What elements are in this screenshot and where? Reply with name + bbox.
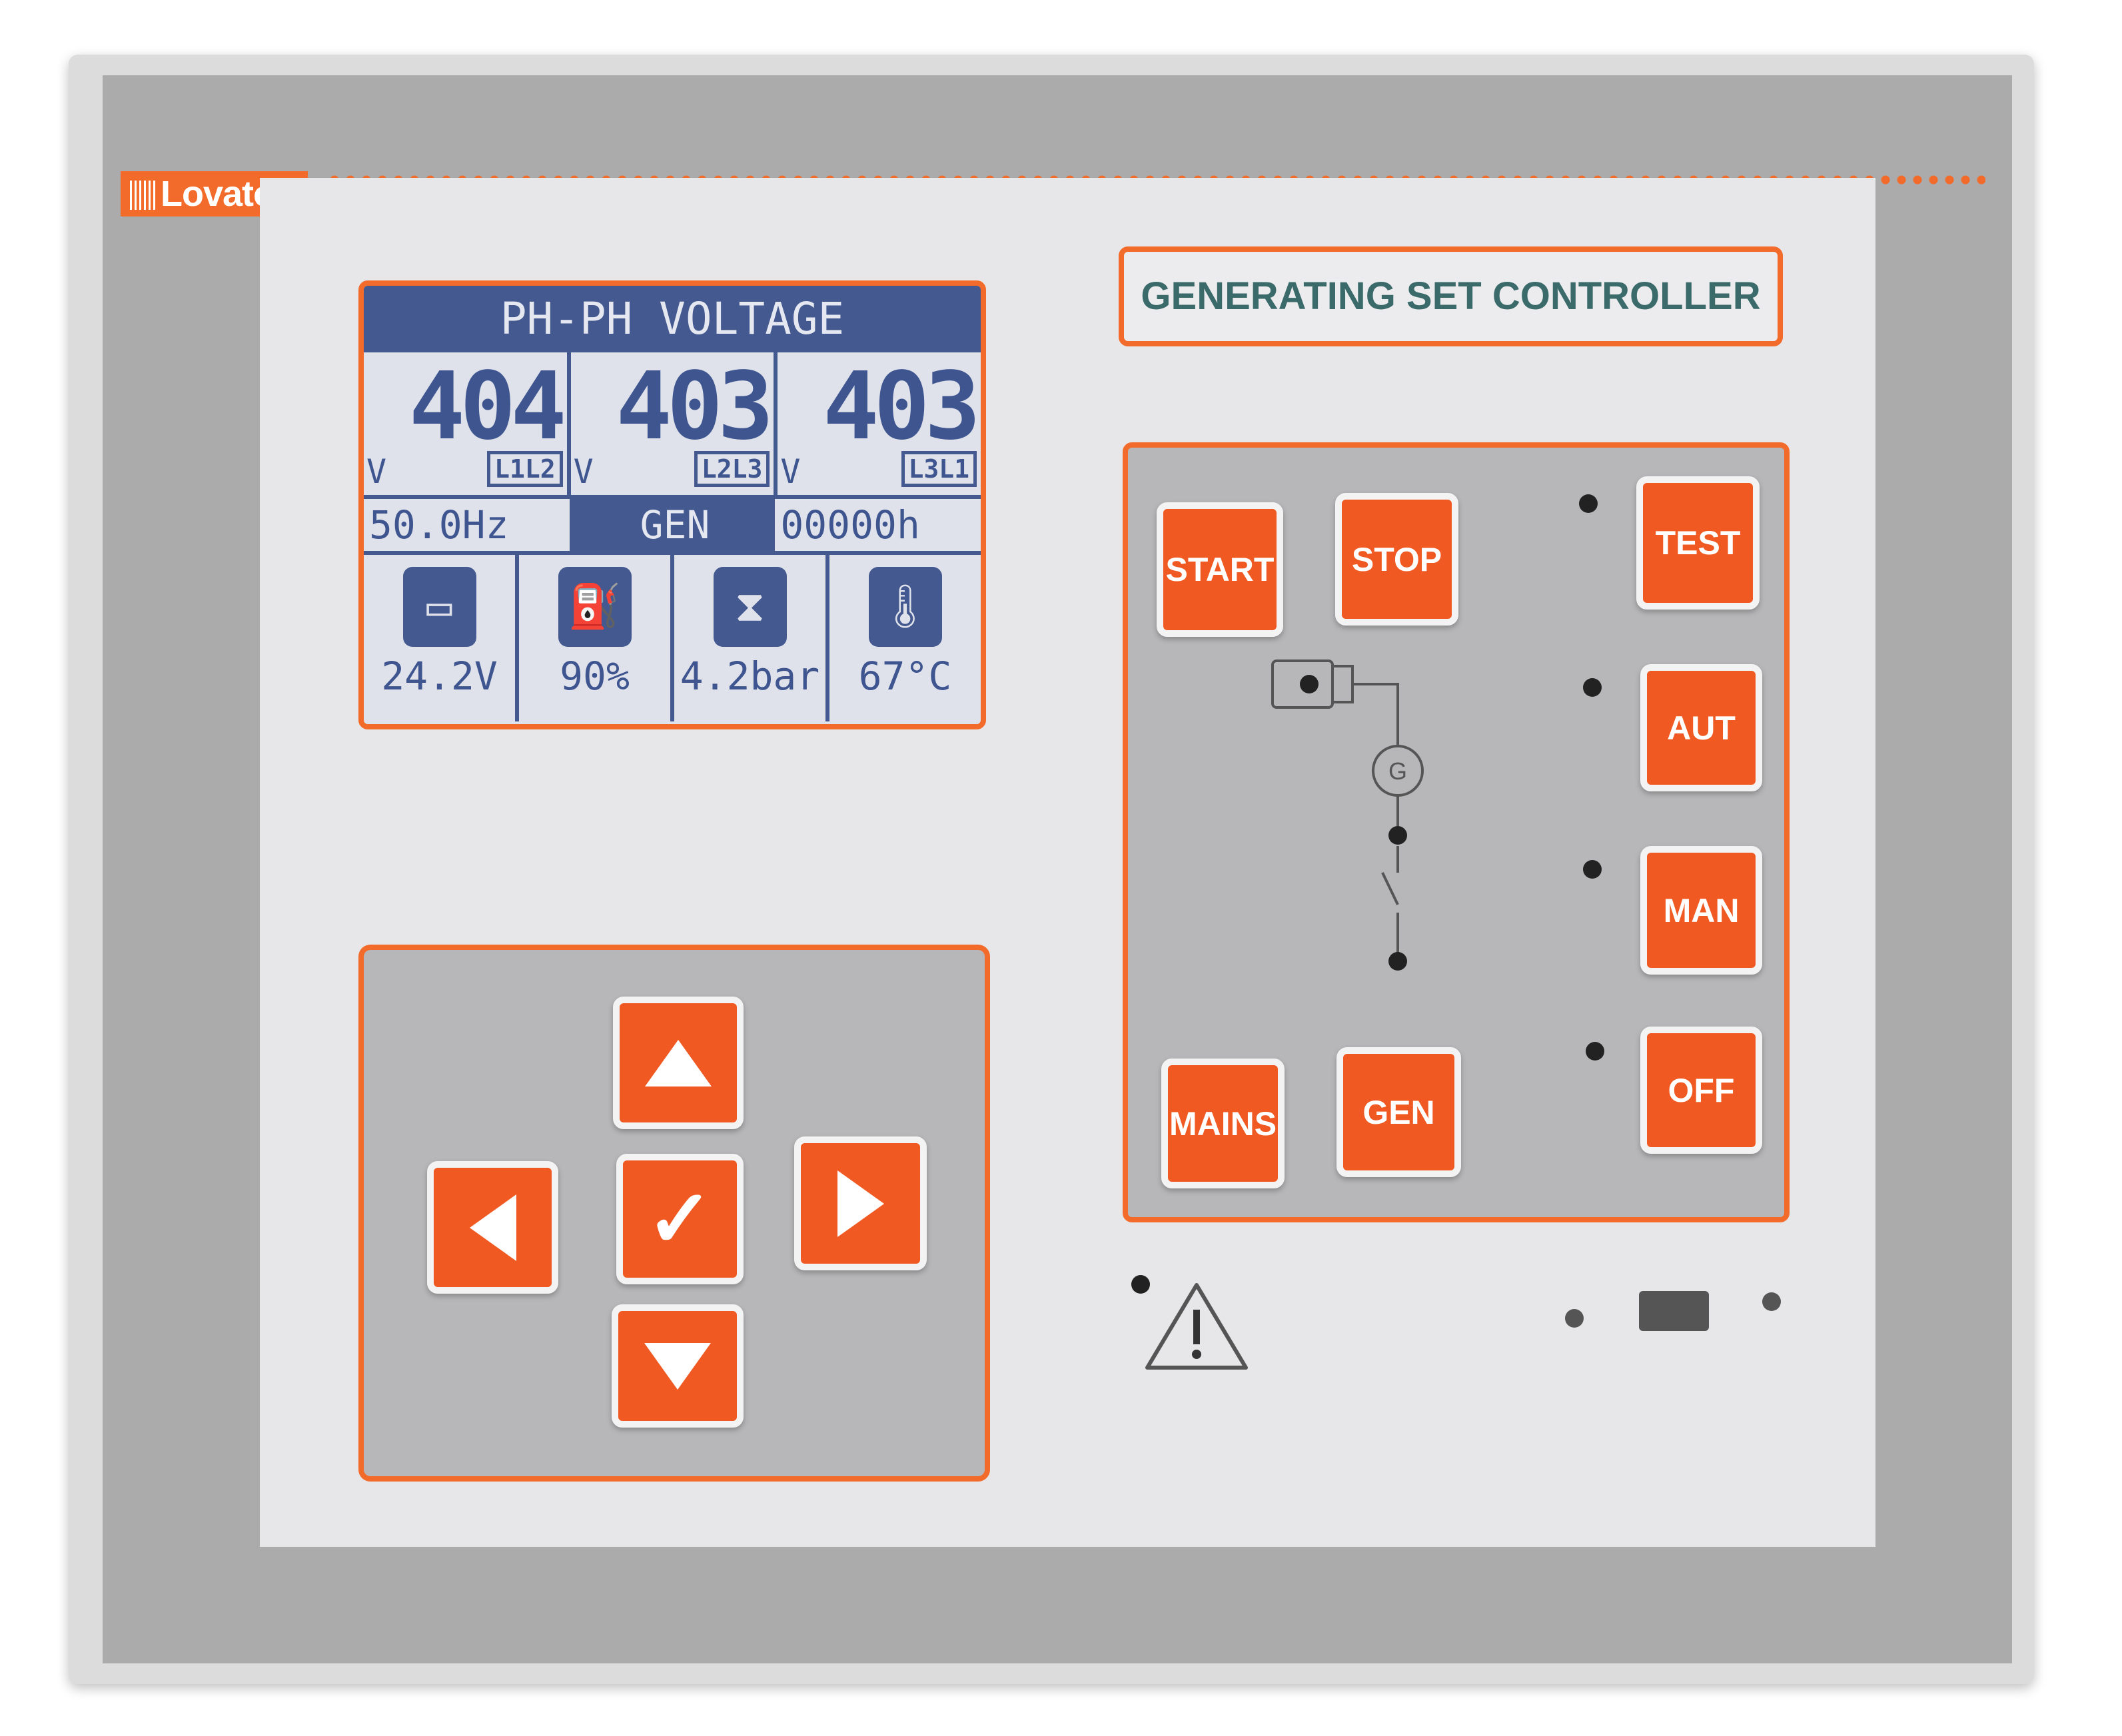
voltage-value: 404 xyxy=(408,352,567,461)
generator-symbol: G xyxy=(1388,757,1407,785)
gen-button[interactable]: GEN xyxy=(1336,1047,1461,1177)
check-icon: ✓ xyxy=(646,1174,714,1264)
voltage-unit: V xyxy=(780,452,801,491)
status-led xyxy=(1565,1309,1584,1328)
lcd-header: PH-PH VOLTAGE xyxy=(364,286,981,352)
phase-label: L3L1 xyxy=(901,451,977,487)
fuel-level: 90% xyxy=(560,653,630,699)
temperature-icon: 🌡 xyxy=(868,567,942,647)
generator-diagram: G xyxy=(1271,659,1424,971)
alarm-led xyxy=(1131,1275,1150,1294)
enter-button[interactable]: ✓ xyxy=(616,1154,744,1284)
coolant-temperature: 67°C xyxy=(858,653,952,699)
device-title: GENERATING SET CONTROLLER xyxy=(1119,246,1783,346)
down-arrow-icon xyxy=(644,1342,711,1390)
logo-text: Lovato xyxy=(161,174,275,214)
right-button[interactable] xyxy=(794,1136,927,1270)
off-led xyxy=(1586,1042,1604,1061)
test-button[interactable]: TEST xyxy=(1636,476,1760,610)
right-arrow-icon xyxy=(837,1170,884,1237)
phase-label: L2L3 xyxy=(694,451,770,487)
left-button[interactable] xyxy=(427,1161,558,1294)
test-led xyxy=(1579,494,1598,513)
start-button[interactable]: START xyxy=(1157,502,1283,637)
voltage-value: 403 xyxy=(616,352,774,461)
man-button[interactable]: MAN xyxy=(1640,846,1762,975)
mode-readout: GEN xyxy=(569,499,776,551)
stop-button[interactable]: STOP xyxy=(1335,493,1458,626)
battery-icon: ▭ xyxy=(402,567,476,647)
warning-icon xyxy=(1145,1283,1248,1370)
off-button[interactable]: OFF xyxy=(1640,1027,1762,1154)
battery-voltage: 24.2V xyxy=(381,653,498,699)
optical-port[interactable] xyxy=(1639,1291,1709,1331)
up-button[interactable] xyxy=(613,997,744,1129)
generator-led xyxy=(1388,826,1407,845)
voltage-value: 403 xyxy=(823,352,981,461)
up-arrow-icon xyxy=(645,1039,712,1086)
fuel-icon: ⛽ xyxy=(558,567,632,647)
down-button[interactable] xyxy=(612,1304,744,1428)
power-led xyxy=(1762,1292,1781,1311)
mains-button[interactable]: MAINS xyxy=(1161,1059,1285,1188)
man-led xyxy=(1583,860,1602,879)
voltage-unit: V xyxy=(573,452,594,491)
phase-label: L1L2 xyxy=(487,451,563,487)
aut-led xyxy=(1583,678,1602,697)
aut-button[interactable]: AUT xyxy=(1640,664,1762,791)
voltage-unit: V xyxy=(366,452,387,491)
frequency-readout: 50.0Hz xyxy=(369,502,509,548)
oil-pressure-icon: ⧗ xyxy=(713,567,787,647)
hour-counter: 00000h xyxy=(780,502,920,548)
breaker-led xyxy=(1388,952,1407,971)
oil-pressure: 4.2bar xyxy=(680,653,820,699)
left-arrow-icon xyxy=(469,1194,516,1261)
